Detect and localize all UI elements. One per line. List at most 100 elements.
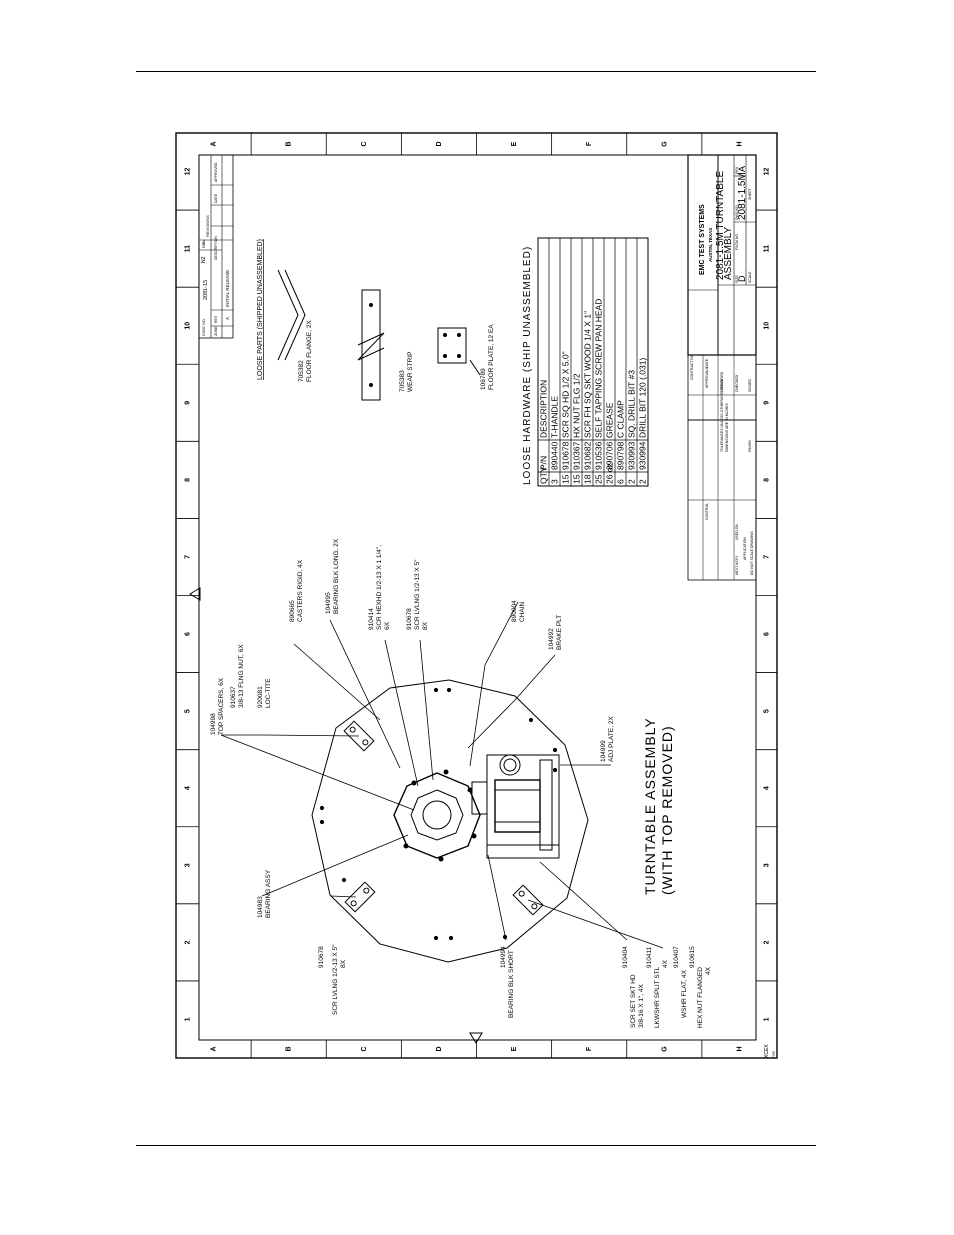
floor-flange-desc: FLOOR FLANGE, 2X: [306, 320, 313, 382]
rev-block-zone-label: ZONE: [214, 326, 218, 336]
rev-block-entry: A: [225, 317, 230, 320]
hw-table-cell: 910682: [583, 441, 593, 470]
zone-col-number: 5: [185, 709, 192, 713]
title-block-next-assy: NEXT ASSY: [735, 555, 739, 575]
callout-scr-lvlng-top-desc: SCR LVLNG 1/2-13 X 5": [414, 559, 421, 630]
callout-flng-nut-pn: 910637: [230, 686, 237, 708]
callout-bearing-assy-desc: BEARING ASSY: [265, 869, 272, 918]
zone-col-number: 1: [764, 1017, 771, 1021]
zone-col-number: 8: [764, 478, 771, 482]
corner-rev: 7/99: [772, 1051, 776, 1058]
title-block-dwg-no-label: DWG NO.: [735, 204, 739, 220]
zone-col-number: 3: [185, 863, 192, 867]
title-block-contract-label: CONTRACT NO.: [690, 353, 694, 380]
callout-scr-set-pn: 910404: [622, 946, 629, 968]
hw-table-cell: GREASE: [605, 402, 615, 438]
callout-lkwshr-qty: 4X: [662, 959, 669, 968]
callout-scr-hexhd-desc: SCR HEXHD 1/2-13 X 1 1/4",: [376, 545, 383, 630]
callout-top-spacers: 104998 TOP SPACERS, 6X 910637 3/8-13 FLN…: [210, 644, 272, 735]
loose-parts-section: LOOSE PARTS (SHIPPED UNASSEMBLED) 705382…: [257, 239, 495, 401]
callout-scr-hexhd-pn: 910414: [368, 608, 375, 630]
callout-scr-lvlng-left-pn: 910678: [318, 946, 325, 968]
hw-table-header: P/N: [539, 456, 549, 470]
callout-hardware-stack: 910404 SCR SET SKT HD 3/8-16 X 1", 4X 91…: [622, 946, 712, 1028]
rev-block-rev-label: REV: [214, 315, 218, 323]
rev-block-dwg-no-label: DWG NO.: [201, 318, 206, 336]
hw-table-cell: 910678: [561, 441, 571, 470]
title-block-rev-label: REV: [735, 166, 739, 174]
zone-row-letter: B: [286, 1046, 293, 1051]
hw-table-header: QTY: [539, 466, 549, 484]
zone-row-letter: C: [361, 1046, 368, 1051]
orientation-triangle-bottom: [469, 1032, 483, 1044]
hw-table-cell: SQ. DRILL BIT #3: [627, 370, 637, 438]
callout-chain-desc: CHAIN: [519, 601, 526, 622]
zone-row-letter: A: [211, 1046, 218, 1051]
callout-scr-hexhd-qty: 6X: [384, 621, 391, 630]
zone-row-letter: H: [736, 141, 743, 146]
hw-table-cell: 15: [572, 474, 582, 484]
title-block-size-label: SIZE: [735, 275, 739, 283]
hw-table-cell: 890798: [616, 441, 626, 470]
title-block-control-label: CONTROL: [705, 503, 709, 520]
zone-col-number: 4: [185, 786, 192, 790]
callout-loc-tite-pn: 920081: [257, 686, 264, 708]
rev-block-rev-col: REV: [201, 239, 206, 248]
hw-table-cell: C CLAMP: [616, 400, 626, 438]
hw-table-cell: 6: [616, 479, 626, 484]
callout-bearing-blk-long-desc: BEARING BLK LONG, 2X: [333, 538, 340, 614]
hw-table-cell: 25: [594, 474, 604, 484]
callout-scr-lvlng-top-pn: 910678: [406, 608, 413, 630]
hw-table-cell: SCR FH SQ SKT WOOD 1/4 X 1": [583, 311, 593, 438]
hw-table-cell: 15: [561, 474, 571, 484]
title-block-dims-note: DIMENSIONS ARE IN INCHES: [725, 403, 729, 452]
zone-col-number: 7: [764, 555, 771, 559]
callout-hex-nut-pn: 910615: [689, 946, 696, 968]
page-top-rule: [136, 71, 816, 72]
hw-table-cell: 930993: [627, 441, 637, 470]
callout-scr-hexhd: 910414 SCR HEXHD 1/2-13 X 1 1/4", 6X 910…: [368, 545, 429, 630]
title-block-checked-label: CHECKED: [735, 374, 739, 392]
zone-col-number: 4: [764, 786, 771, 790]
title-block-application: APPLICATION: [743, 537, 747, 560]
callout-adj-plate-desc: ADJ PLATE, 2X: [608, 716, 615, 762]
title-block-title-line1: 2081-1.5M TURNTABLE: [715, 171, 726, 280]
zone-col-number: 3: [764, 863, 771, 867]
zone-row-letter: A: [211, 141, 218, 146]
zone-col-number: 12: [185, 168, 192, 176]
loose-parts-title: LOOSE PARTS (SHIPPED UNASSEMBLED): [257, 239, 264, 380]
hw-table-cell: 26 oz: [605, 463, 615, 484]
corner-code: XCEX: [764, 1044, 770, 1058]
wear-strip-pn: 705383: [399, 370, 406, 392]
turntable-outer-outline: [311, 679, 589, 963]
title-block-rev: A: [737, 166, 747, 172]
callout-chain-pn: 890004: [511, 600, 518, 622]
callout-chain: 890004 CHAIN 104992 BRAKE PLT 104999 ADJ…: [511, 600, 615, 762]
hw-table-cell: T-HANDLE: [550, 396, 560, 438]
callout-scr-set-qty: 3/8-16 X 1", 4X: [638, 983, 645, 1028]
zone-row-letter: D: [436, 1046, 443, 1051]
callout-top-spacers-desc: TOP SPACERS, 6X: [218, 677, 225, 735]
page-bottom-rule: [136, 1145, 816, 1146]
hw-table-cell: 18: [583, 474, 593, 484]
zone-col-number: 7: [185, 555, 192, 559]
floor-plate-pn: 106789: [480, 368, 487, 390]
callout-adj-plate-pn: 104999: [600, 740, 607, 762]
hw-table-cell: 910536: [594, 441, 604, 470]
zone-col-number: 5: [764, 709, 771, 713]
caster-top: [343, 720, 375, 752]
zone-col-number: 1: [185, 1017, 192, 1021]
title-block-size: D: [737, 275, 747, 282]
bolt-holes: [319, 687, 558, 941]
callout-hex-nut-desc: HEX NUT FLANGED: [697, 967, 704, 1028]
hardware-table-title: LOOSE HARDWARE (SHIP UNASSEMBLED): [522, 246, 533, 485]
caster-bottom: [512, 884, 544, 916]
zone-col-number: 12: [764, 168, 771, 176]
title-block-city: AUSTIN, TEXAS: [708, 228, 713, 262]
rev-block-approved-label: APPROVED: [214, 162, 218, 182]
floor-plate-desc: FLOOR PLATE, 12 EA: [488, 324, 495, 390]
hw-table-cell: 2: [627, 479, 637, 484]
title-block-do-not-scale: DO NOT SCALE DRAWING: [750, 531, 754, 575]
zone-row-letter: E: [511, 141, 518, 146]
